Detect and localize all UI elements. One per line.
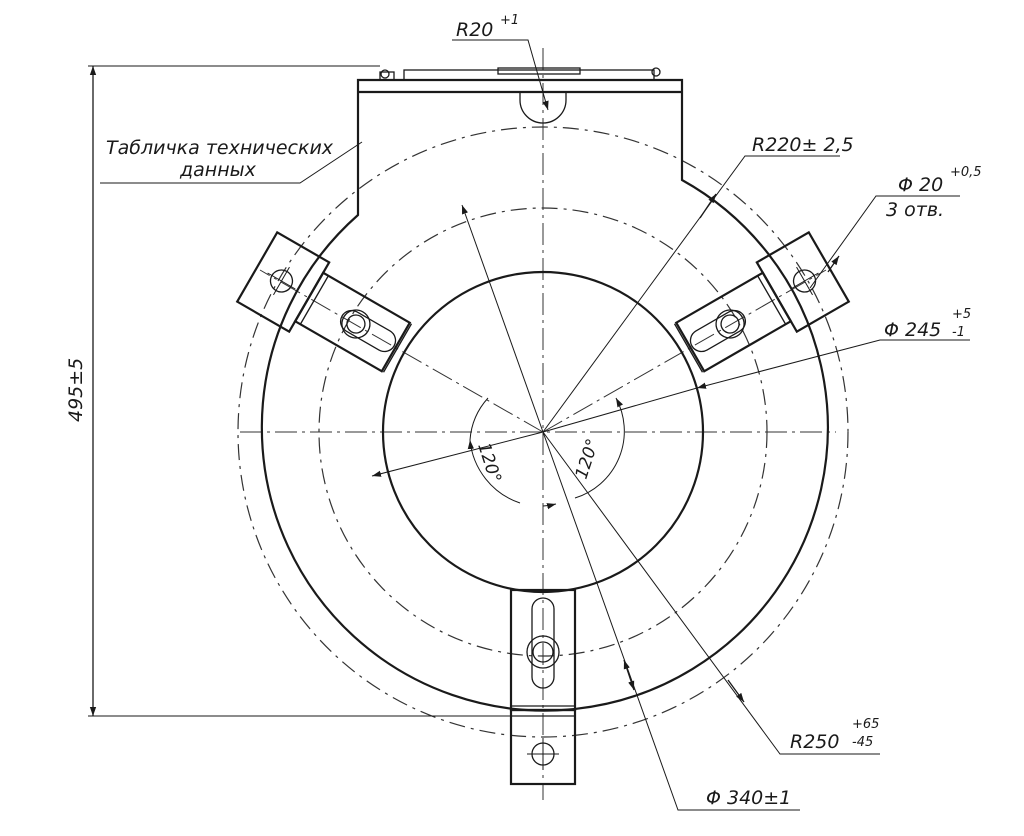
housing-outline: [260, 67, 829, 712]
hole-count-label: 3 отв.: [886, 199, 944, 221]
bracket-left: [235, 230, 413, 373]
body-radius-label: R220± 2,5: [752, 134, 854, 156]
slot-radius-tolerance: +1: [500, 13, 519, 28]
labels: Табличка технических данных 495±5 R20 +1…: [65, 13, 982, 809]
slot-radius-label: R20: [456, 19, 493, 41]
inner-diameter-label: Φ 245: [884, 319, 941, 341]
inner-diameter-tol-lower: -1: [952, 325, 965, 340]
circle-diameter-label: Φ 340±1: [706, 787, 791, 809]
inner-diameter-tol-upper: +5: [952, 307, 971, 322]
nameplate-label-line2: данных: [179, 159, 257, 181]
bolt-radius-tol-lower: -45: [852, 735, 873, 750]
dimension-lines: [88, 39, 970, 811]
hole-diameter-tolerance: +0,5: [950, 165, 982, 180]
inner-bore: [381, 270, 705, 594]
angle-left-label: 120°: [473, 440, 505, 485]
angle-right-label: 120°: [572, 436, 604, 481]
bracket-bottom: [509, 588, 577, 786]
top-slot: [519, 92, 567, 124]
bolt-radius-label: R250: [790, 731, 839, 753]
bracket-right: [673, 230, 851, 373]
bolt-circle-lines: [237, 126, 849, 738]
nameplate-label-line1: Табличка технических: [106, 137, 334, 159]
hole-diameter-label: Φ 20: [898, 174, 943, 196]
height-dimension: 495±5: [65, 358, 87, 422]
bolt-radius-tol-upper: +65: [852, 717, 879, 732]
center-lines: [240, 48, 836, 800]
nameplate: [403, 69, 655, 81]
